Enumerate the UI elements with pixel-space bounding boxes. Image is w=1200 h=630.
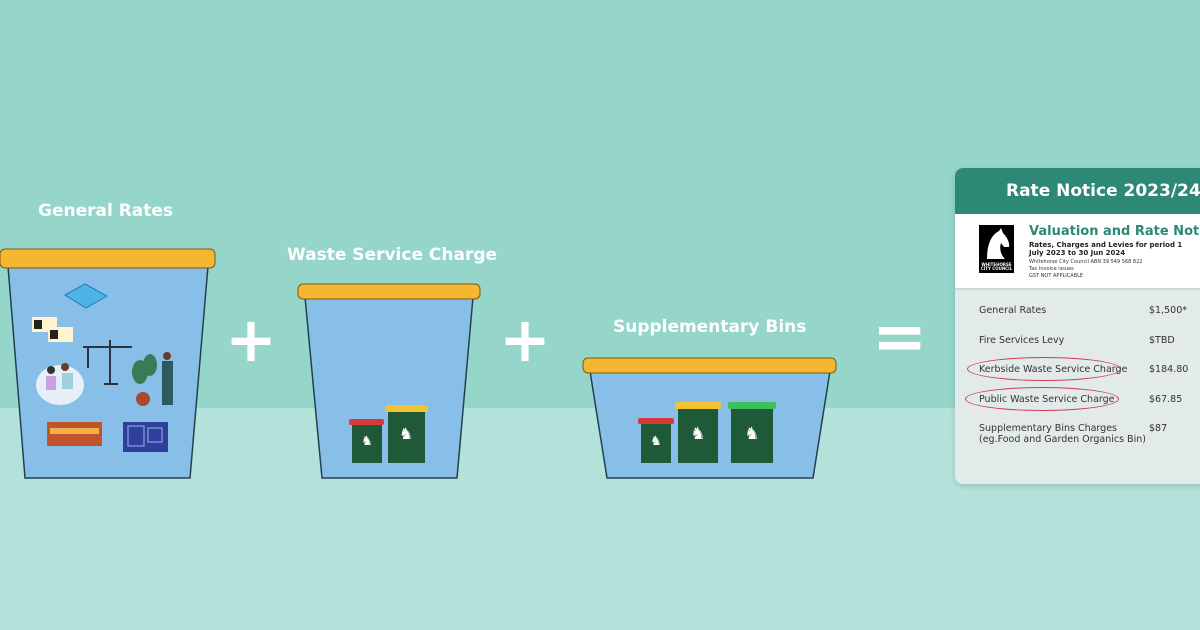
- pet-registration-icon: [32, 317, 73, 342]
- charge-label: Fire Services Levy: [979, 335, 1065, 346]
- notice-subheading: Rates, Charges and Levies for period 1 J…: [1029, 241, 1183, 257]
- charge-label: Kerbside Waste Service Charge: [979, 364, 1128, 375]
- highlight-ring: [967, 357, 1121, 381]
- svg-text:♞: ♞: [690, 424, 705, 444]
- council-logo: WHITEHORSE CITY COUNCIL: [979, 225, 1014, 273]
- charge-label: Supplementary Bins Charges: [979, 423, 1117, 434]
- supplementary-bins-bin: ♞ ♞ ♞: [582, 357, 837, 479]
- svg-text:♞: ♞: [361, 434, 373, 449]
- charge-label: General Rates: [979, 305, 1047, 316]
- yellow-lid-bin-icon: ♞: [385, 405, 428, 463]
- charge-label: Public Waste Service Charge: [979, 394, 1115, 405]
- notice-detail: Tax Invoice issues: [1029, 266, 1074, 272]
- highlight-ring: [965, 387, 1119, 411]
- waste-service-charge-label: Waste Service Charge: [287, 245, 498, 265]
- charge-value: $184.80: [1149, 364, 1189, 375]
- yellow-lid-bin-icon: ♞: [675, 402, 721, 463]
- general-rates-label: General Rates: [38, 201, 174, 221]
- svg-text:♞: ♞: [399, 424, 413, 443]
- horse-head-icon: [987, 228, 1010, 259]
- crane-icon: [83, 340, 132, 385]
- rate-notice-card: Rate Notice 2023/24 WHITEHORSE CITY COUN…: [955, 168, 1200, 484]
- red-lid-bin-icon: ♞: [638, 418, 674, 463]
- charge-label-note: (eg.Food and Garden Organics Bin): [979, 434, 1146, 445]
- supplementary-bins-label: Supplementary Bins: [613, 317, 807, 337]
- svg-text:♞: ♞: [744, 424, 759, 444]
- charge-value: $1,500*: [1149, 305, 1187, 316]
- plus-sign: +: [225, 303, 277, 376]
- healthcare-icon: [36, 363, 84, 405]
- building-icon: [47, 422, 102, 446]
- waste-service-bin: ♞ ♞: [297, 283, 481, 479]
- blueprint-icon: [123, 422, 168, 452]
- red-lid-bin-icon: ♞: [349, 419, 384, 463]
- notice-header: WHITEHORSE CITY COUNCIL Valuation and Ra…: [955, 214, 1200, 290]
- svg-text:♞: ♞: [650, 434, 662, 449]
- notice-heading: Valuation and Rate Notice: [1029, 224, 1200, 239]
- green-lid-bin-icon: ♞: [728, 402, 776, 463]
- charge-value: $TBD: [1149, 335, 1175, 346]
- general-rates-bin: [0, 248, 216, 479]
- gardener-icon: [132, 352, 173, 406]
- charge-value: $67.85: [1149, 394, 1183, 405]
- charge-value: $87: [1149, 423, 1168, 434]
- pool-icon: [64, 283, 109, 309]
- notice-detail: Whitehorse City Council ABN 39 549 568 8…: [1029, 259, 1143, 265]
- notice-detail: GST NOT APPLICABLE: [1029, 273, 1084, 279]
- plus-sign: +: [499, 303, 551, 376]
- equals-sign: =: [872, 298, 928, 375]
- rate-notice-title: Rate Notice 2023/24: [955, 168, 1200, 214]
